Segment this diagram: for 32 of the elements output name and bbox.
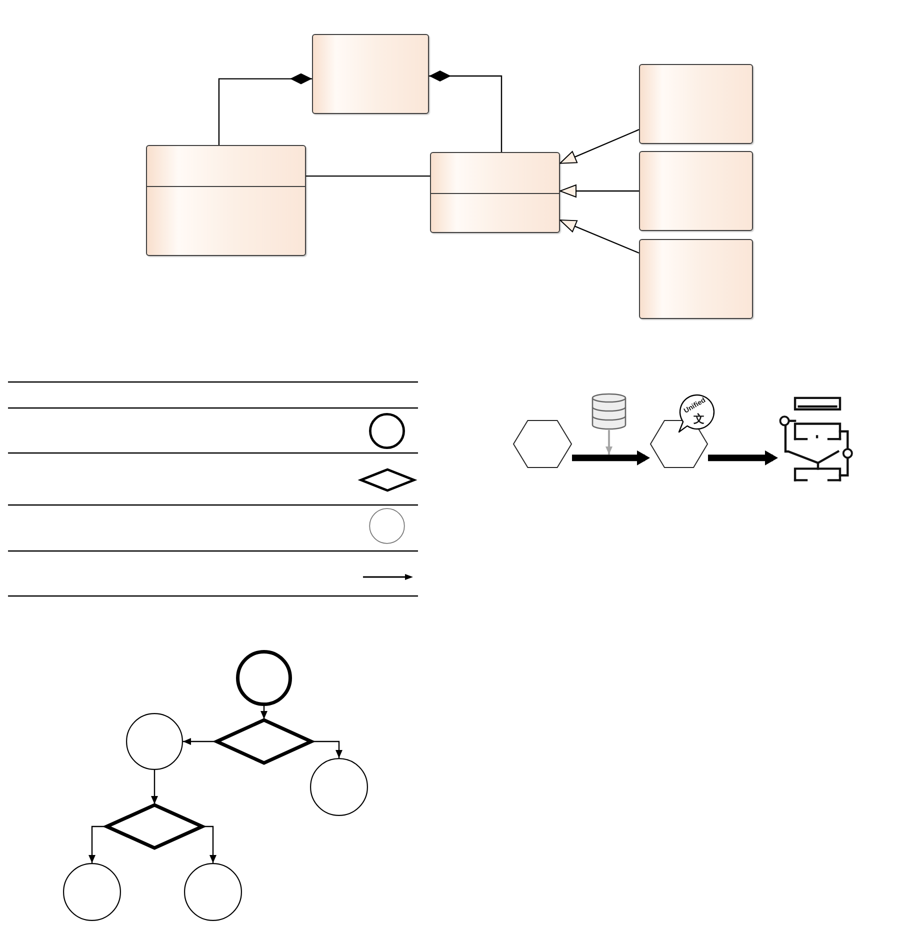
class-box bbox=[430, 152, 560, 233]
class-box bbox=[312, 34, 429, 114]
arrow bbox=[260, 706, 268, 719]
circle-node bbox=[63, 863, 121, 921]
association-line bbox=[306, 175, 430, 177]
arrow bbox=[572, 450, 650, 466]
speech-bubble bbox=[676, 394, 716, 434]
circle-node bbox=[126, 713, 183, 770]
class-box bbox=[146, 145, 306, 256]
arrow bbox=[708, 450, 778, 466]
generalization-arrow bbox=[560, 219, 640, 254]
decision-diamond bbox=[215, 719, 313, 764]
arrow bbox=[204, 826, 216, 863]
circle-node bbox=[310, 758, 368, 816]
arrow bbox=[183, 738, 215, 745]
arrow bbox=[606, 430, 612, 454]
arrow bbox=[313, 740, 342, 758]
generalization-arrow bbox=[560, 129, 640, 164]
composition-line bbox=[429, 70, 502, 152]
database-icon bbox=[591, 393, 627, 430]
arrow bbox=[88, 826, 105, 863]
hexagon-node bbox=[513, 420, 572, 468]
circle-node bbox=[236, 650, 292, 706]
class-box bbox=[639, 151, 753, 231]
bubble-glyph: 文 bbox=[694, 414, 704, 426]
decision-diamond bbox=[105, 804, 204, 849]
class-box bbox=[639, 239, 753, 319]
arrow bbox=[151, 770, 158, 804]
class-box bbox=[639, 64, 753, 144]
generalization-arrow bbox=[560, 184, 639, 198]
circle-node bbox=[184, 863, 242, 921]
composition-line bbox=[218, 73, 312, 145]
